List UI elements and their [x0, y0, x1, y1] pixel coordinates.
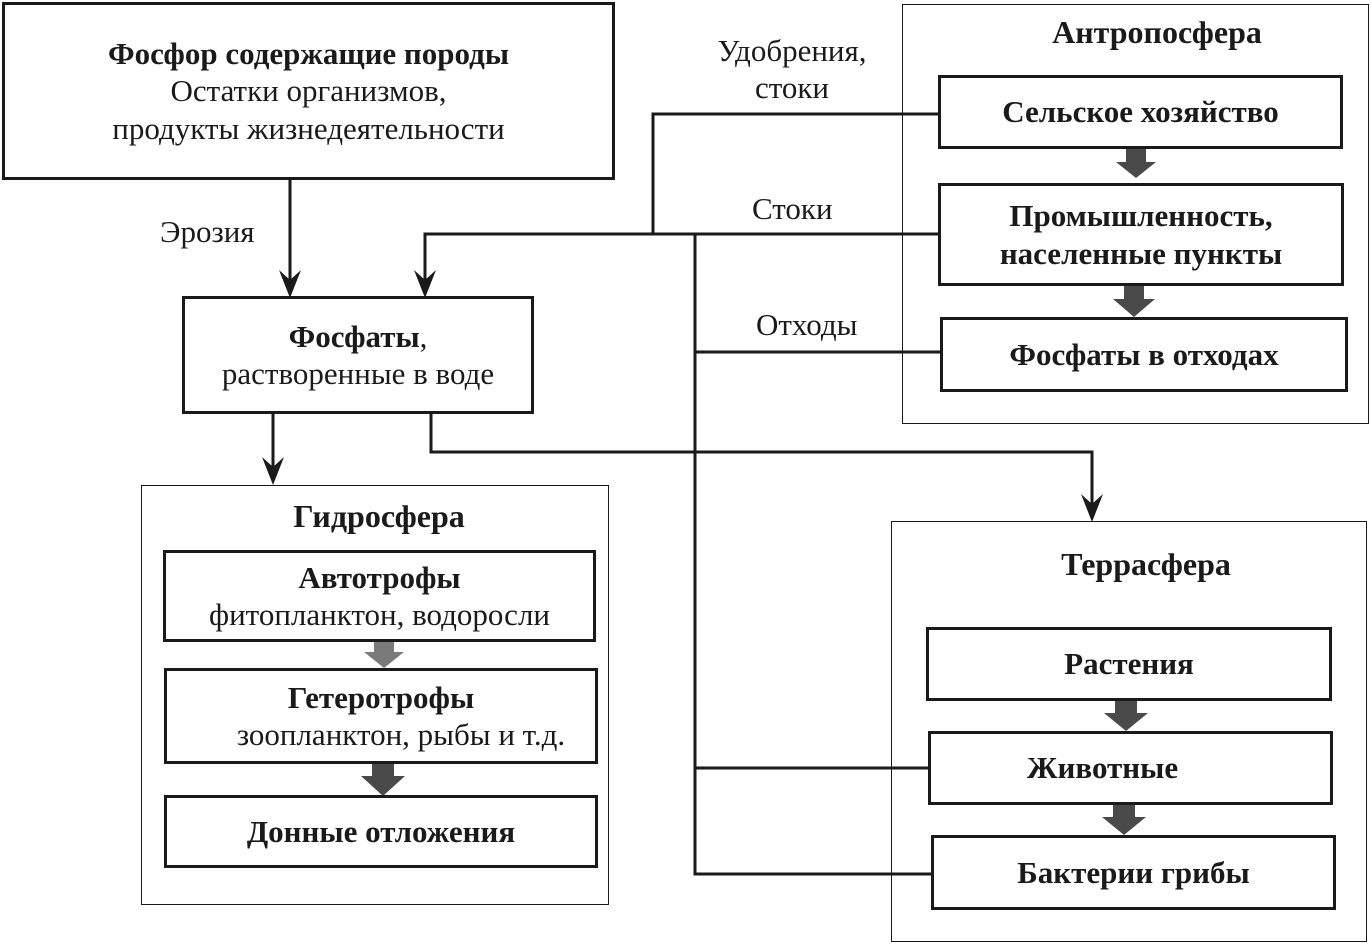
- hydrosphere-title: Гидросфера: [293, 498, 465, 534]
- industry-label-line2: населенные пункты: [999, 235, 1283, 271]
- phosphorus-rocks-box: Фосфор содержащие породы Остатки организ…: [2, 2, 615, 180]
- phosphates-title-line: Фосфаты,: [289, 318, 428, 355]
- animals-label: Животные: [1026, 750, 1179, 786]
- flow-arrow-animals-bacteria: [1102, 803, 1146, 835]
- industry-label-line1: Промышленность,: [1009, 198, 1273, 234]
- runoff-arrowhead: [414, 270, 436, 298]
- flow-arrow-heterotrophs-sediments: [361, 762, 405, 796]
- industry-box: Промышленность, населенные пункты: [938, 183, 1344, 286]
- phosphates-title-comma: ,: [419, 318, 428, 354]
- runoff-connector: [423, 232, 938, 282]
- terrasphere-region: [891, 521, 1367, 942]
- waste-phosphates-label: Фосфаты в отходах: [1009, 336, 1279, 372]
- flow-arrow-agriculture-industry: [1116, 147, 1156, 178]
- anthroposphere-title: Антропосфера: [1052, 14, 1262, 50]
- hydrosphere-region: [141, 485, 609, 905]
- return-trunk: [693, 234, 932, 876]
- terrasphere-arrowhead: [1081, 494, 1103, 522]
- bacteria-fungi-box: Бактерии грибы: [931, 835, 1336, 910]
- flow-arrow-industry-waste: [1113, 284, 1155, 317]
- hydrosphere-arrowhead: [262, 457, 284, 485]
- autotrophs-examples: фитопланктон, водоросли: [209, 597, 550, 632]
- organism-remains-text: Остатки организмов,: [170, 73, 447, 109]
- erosion-arrowhead: [279, 270, 301, 298]
- runoff-label: Стоки: [752, 191, 833, 226]
- phosphorus-rocks-title: Фосфор содержащие породы: [107, 36, 510, 72]
- flow-arrow-plants-animals: [1104, 699, 1148, 731]
- sediments-box: Донные отложения: [164, 795, 598, 868]
- sediments-label: Донные отложения: [246, 813, 516, 849]
- agriculture-box: Сельское хозяйство: [938, 75, 1343, 149]
- heterotrophs-label: Гетеротрофы: [287, 679, 475, 715]
- autotrophs-label: Автотрофы: [298, 559, 461, 595]
- flow-arrow-autotrophs-heterotrophs: [364, 640, 404, 668]
- terrasphere-connector: [429, 413, 1094, 505]
- anthroposphere-region: [902, 4, 1369, 424]
- fertilizers-label-line2: стоки: [754, 70, 830, 106]
- erosion-label: Эрозия: [160, 214, 255, 249]
- dissolved-phosphates-box: Фосфаты, растворенные в воде: [182, 296, 534, 414]
- autotrophs-box: Автотрофы фитопланктон, водоросли: [163, 550, 596, 642]
- heterotrophs-box: Гетеротрофы зоопланктон, рыбы и т.д.: [164, 668, 598, 764]
- plants-box: Растения: [926, 627, 1332, 701]
- heterotrophs-examples: зоопланктон, рыбы и т.д.: [236, 717, 566, 752]
- fertilizers-label-line1: Удобрения,: [717, 33, 867, 68]
- fertilizer-connector: [651, 112, 938, 234]
- terrasphere-title: Террасфера: [1061, 546, 1231, 582]
- animals-box: Животные: [928, 731, 1333, 805]
- waste-phosphates-box: Фосфаты в отходах: [940, 317, 1348, 392]
- waste-products-text: продукты жизнедеятельности: [112, 110, 505, 146]
- bacteria-fungi-label: Бактерии грибы: [1017, 854, 1250, 890]
- phosphates-subtitle: растворенные в воде: [221, 356, 495, 391]
- phosphates-title: Фосфаты: [288, 318, 420, 354]
- plants-label: Растения: [1064, 646, 1194, 682]
- waste-label: Отходы: [756, 307, 858, 342]
- fertilizers-label: Удобрения, стоки: [700, 32, 884, 106]
- agriculture-label: Сельское хозяйство: [1002, 94, 1279, 130]
